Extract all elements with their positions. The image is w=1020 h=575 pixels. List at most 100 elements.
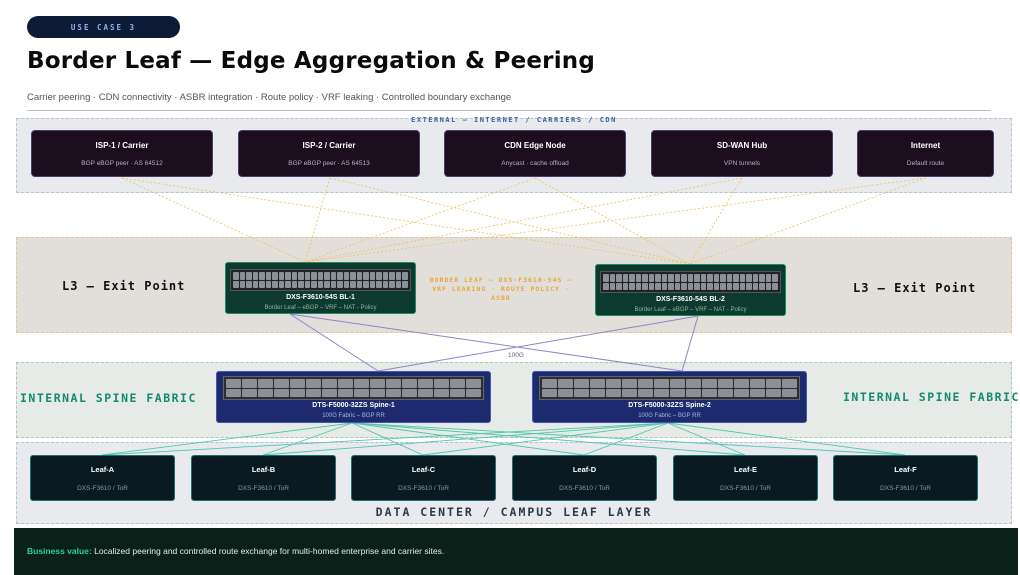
leaf-switch-d[interactable]: Leaf-D DXS-F3610 / ToR: [512, 455, 657, 501]
switch-port: [772, 274, 778, 282]
border-leaf-bl1[interactable]: DXS-F3610-54S BL-1 Border Leaf – eBGP – …: [225, 262, 416, 314]
switch-port: [450, 379, 465, 388]
switch-port: [246, 280, 252, 288]
switch-port: [317, 280, 324, 288]
switch-port: [370, 379, 385, 388]
switch-port: [298, 272, 304, 280]
switch-port: [629, 282, 635, 290]
business-value-footer: Business value: Localized peering and co…: [14, 528, 1018, 575]
device-name: Leaf-F: [894, 465, 917, 474]
switch-port: [700, 274, 707, 282]
connection-line: [121, 177, 691, 265]
external-links: [121, 177, 927, 265]
switch-port: [298, 280, 304, 288]
switch-port: [306, 379, 321, 388]
switch-port: [590, 388, 605, 397]
switch-port: [603, 274, 609, 282]
connection-line: [422, 422, 669, 456]
connection-line: [689, 177, 927, 265]
switch-port: [616, 282, 622, 290]
switch-port: [638, 379, 653, 388]
switch-port: [350, 280, 356, 288]
switch-port: [648, 282, 655, 290]
switch-port: [622, 274, 629, 282]
external-node-isp2[interactable]: ISP-2 / Carrier BGP eBGP peer · AS 64513: [238, 130, 420, 177]
device-name: DTS-F5000-32ZS Spine-1: [312, 402, 395, 409]
leaf-switch-b[interactable]: Leaf-B DXS-F3610 / ToR: [191, 455, 336, 501]
switch-port: [590, 379, 605, 388]
switch-port: [687, 282, 694, 290]
border-to-spine-links: [289, 313, 699, 372]
connection-line: [304, 177, 927, 263]
switch-port: [702, 388, 717, 397]
external-node-isp1[interactable]: ISP-1 / Carrier BGP eBGP peer · AS 64512: [31, 130, 213, 177]
switch-port: [772, 282, 778, 290]
switch-port: [702, 379, 717, 388]
switch-port: [343, 280, 350, 288]
switch-port: [466, 388, 481, 397]
external-node-sdwan[interactable]: SD-WAN Hub VPN tunnels: [651, 130, 833, 177]
switch-port: [739, 274, 746, 282]
leaf-switch-a[interactable]: Leaf-A DXS-F3610 / ToR: [30, 455, 175, 501]
node-name: ISP-1 / Carrier: [95, 141, 149, 150]
switch-port: [674, 282, 681, 290]
switch-image: [223, 376, 484, 400]
leaf-switch-f[interactable]: Leaf-F DXS-F3610 / ToR: [833, 455, 978, 501]
switch-port: [290, 388, 305, 397]
switch-port: [337, 280, 343, 288]
connection-line: [681, 315, 699, 372]
border-leaf-band: [16, 237, 1012, 333]
leaf-switch-c[interactable]: Leaf-C DXS-F3610 / ToR: [351, 455, 496, 501]
switch-port: [338, 379, 353, 388]
border-leaf-bl2[interactable]: DXS-F3610-54S BL-2 Border Leaf – eBGP – …: [595, 264, 786, 316]
switch-port: [226, 388, 241, 397]
switch-port: [304, 272, 311, 280]
switch-port: [720, 282, 726, 290]
switch-port: [622, 379, 637, 388]
leaf-switch-e[interactable]: Leaf-E DXS-F3610 / ToR: [673, 455, 818, 501]
switch-port: [239, 272, 246, 280]
switch-port: [686, 379, 701, 388]
external-node-cdn[interactable]: CDN Edge Node Anycast · cache offload: [444, 130, 626, 177]
switch-port: [655, 282, 661, 290]
switch-port: [733, 274, 739, 282]
switch-port: [450, 388, 465, 397]
spine-switch-1[interactable]: DTS-F5000-32ZS Spine-1 100G Fabric – BGP…: [216, 371, 491, 423]
switch-port: [376, 280, 382, 288]
switch-port: [694, 274, 700, 282]
external-node-internet[interactable]: Internet Default route: [857, 130, 994, 177]
switch-port: [654, 388, 669, 397]
device-name: DXS-F3610-54S BL-1: [286, 294, 355, 301]
switch-port: [402, 280, 408, 288]
switch-port: [642, 282, 648, 290]
use-case-pill: USE CASE 3: [27, 16, 180, 38]
spine-label-left: INTERNAL SPINE FABRIC: [20, 391, 197, 405]
switch-port: [668, 274, 674, 282]
switch-ports: [233, 272, 408, 288]
connection-line: [534, 177, 691, 265]
switch-port: [648, 274, 655, 282]
device-role: DXS-F3610 / ToR: [238, 485, 289, 492]
switch-port: [638, 388, 653, 397]
switch-port: [654, 379, 669, 388]
switch-ports: [603, 274, 778, 290]
switch-port: [386, 379, 401, 388]
switch-port: [694, 282, 700, 290]
switch-port: [291, 280, 298, 288]
switch-port: [766, 379, 781, 388]
connection-line: [351, 422, 906, 456]
device-role: Border Leaf – eBGP – VRF – NAT - Policy: [264, 305, 377, 311]
spine-switch-2[interactable]: DTS-F5000-32ZS Spine-2 100G Fabric – BGP…: [532, 371, 807, 423]
connection-line: [289, 313, 379, 372]
device-role: 100G Fabric – BGP RR: [322, 413, 385, 419]
switch-port: [354, 379, 369, 388]
switch-port: [622, 282, 629, 290]
switch-port: [739, 282, 746, 290]
footer-key: Business value:: [27, 546, 92, 556]
switch-port: [752, 274, 759, 282]
connection-line: [121, 177, 306, 263]
connection-line: [304, 177, 743, 263]
switch-port: [265, 272, 272, 280]
switch-port: [726, 282, 733, 290]
switch-port: [363, 280, 369, 288]
